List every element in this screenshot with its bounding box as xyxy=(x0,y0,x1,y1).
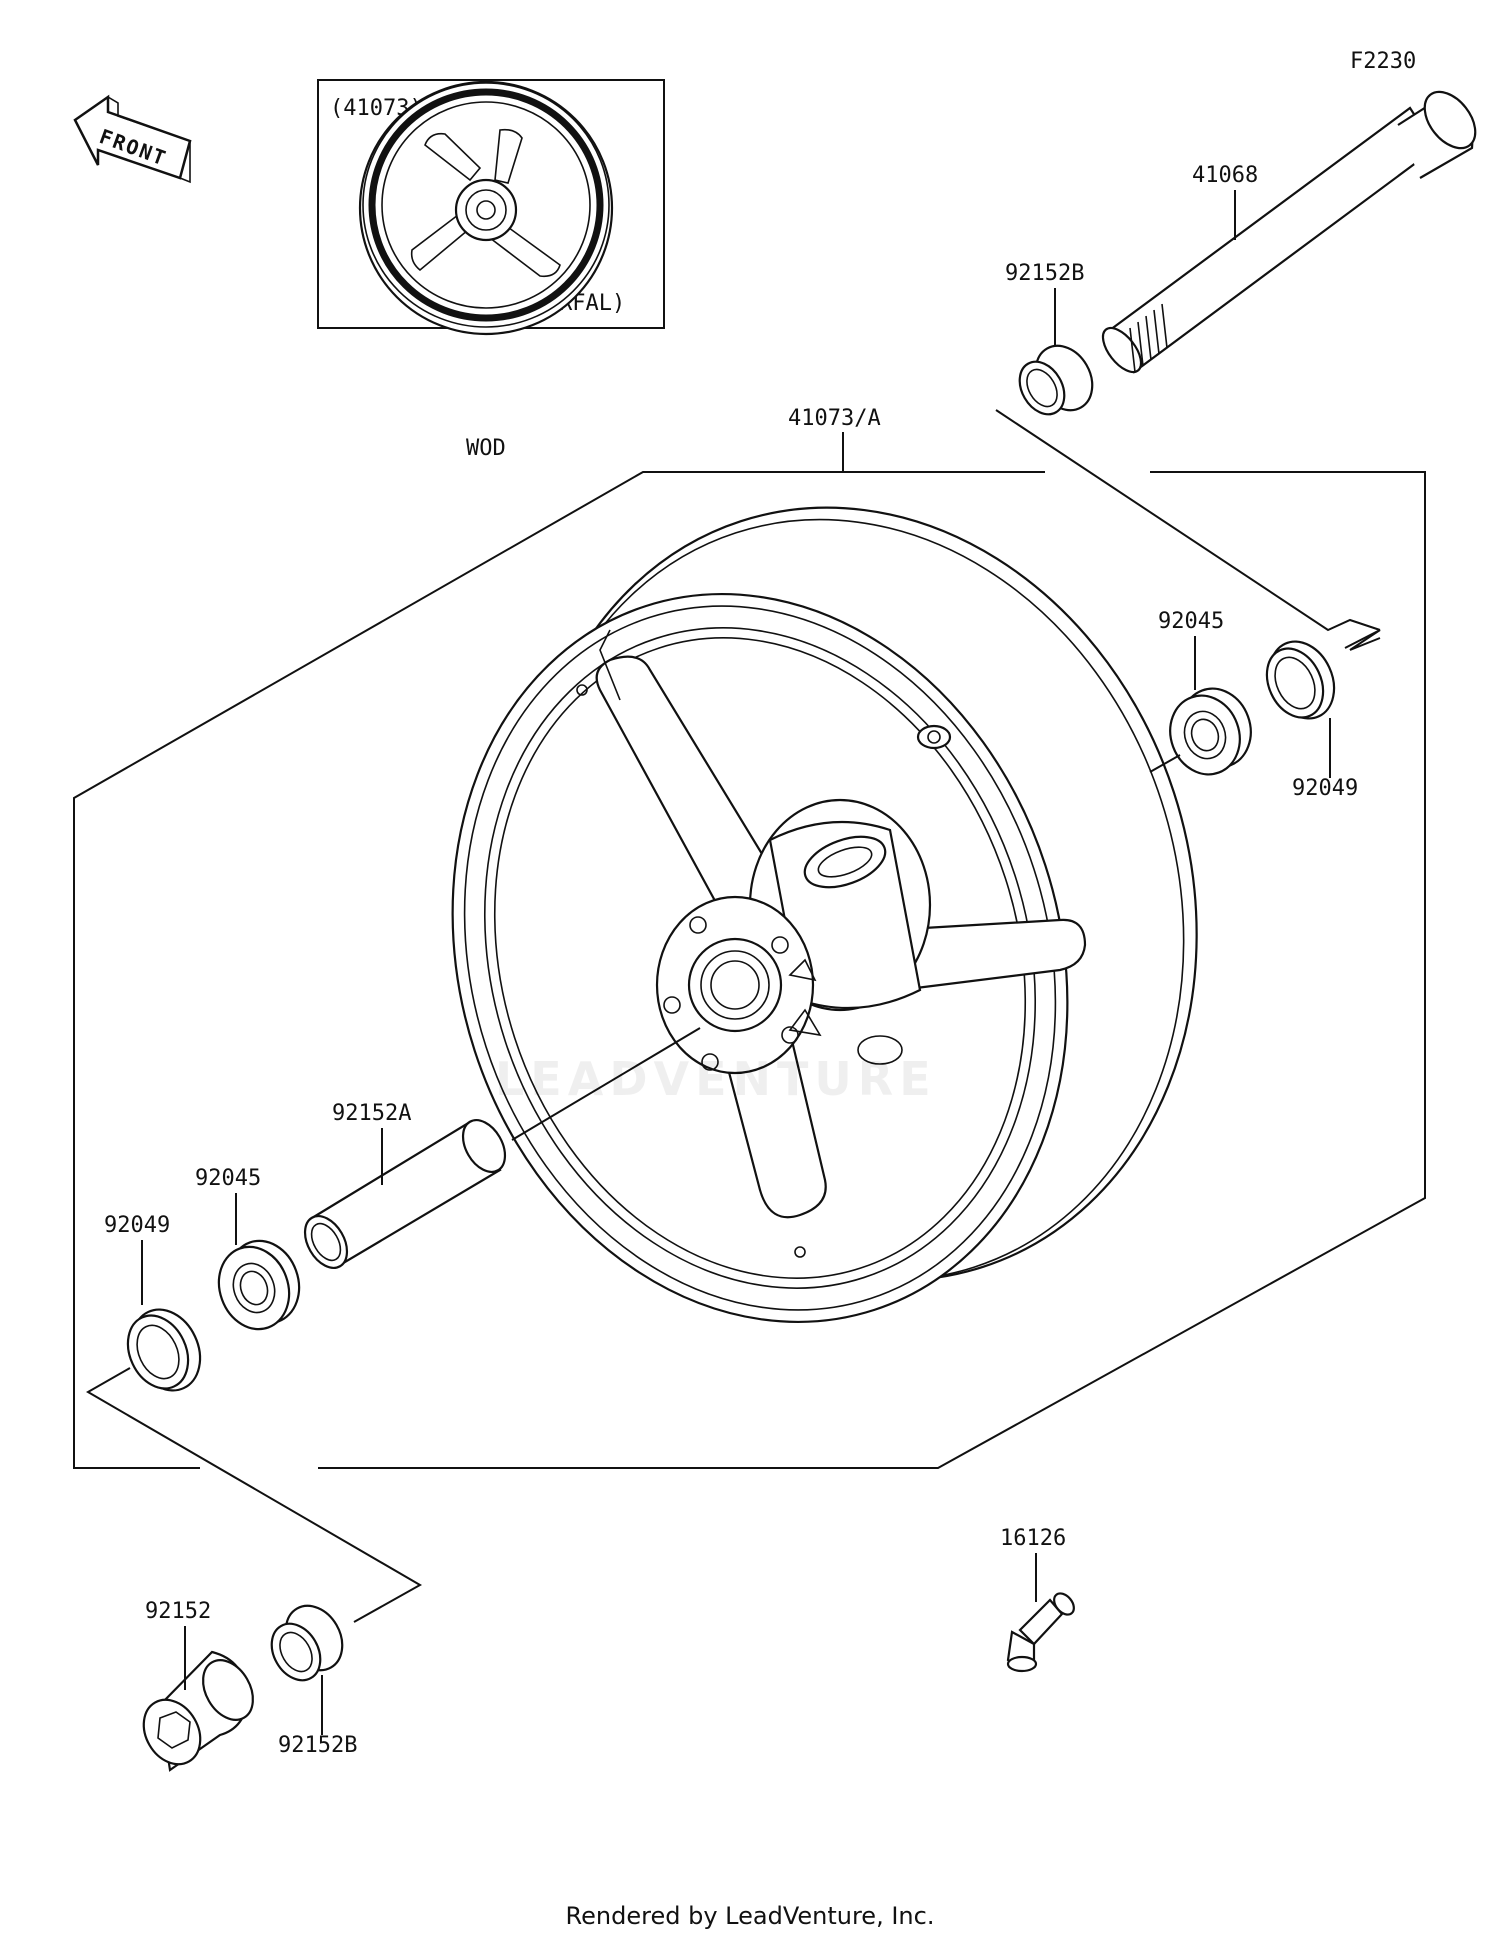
seal-right-label: 92049 xyxy=(1292,776,1358,801)
spacer-label: 92152A xyxy=(332,1101,411,1126)
collar-right xyxy=(1018,344,1094,416)
bearing-left-label: 92045 xyxy=(195,1166,261,1191)
bearing-right-label: 92045 xyxy=(1158,609,1224,634)
wheel-label: 41073/A xyxy=(788,406,881,431)
seal-right xyxy=(1265,640,1336,720)
diagram-code: F2230 xyxy=(1350,49,1416,74)
bearing-left xyxy=(217,1239,301,1331)
valve-label: 16126 xyxy=(1000,1526,1066,1551)
front-arrow-icon: FRONT xyxy=(73,94,192,184)
collar-left xyxy=(270,1604,344,1682)
footer-credit: Rendered by LeadVenture, Inc. xyxy=(565,1902,935,1930)
inset-wheel-icon xyxy=(358,80,614,336)
assembly-outline xyxy=(73,471,1045,1469)
inset-wheel-box: (41073) (LNFAN~LRFAL) xyxy=(317,79,665,336)
bearing-right xyxy=(1169,687,1252,776)
spacer xyxy=(303,1119,507,1269)
collar-left-large xyxy=(142,1650,254,1772)
watermark: LEADVENTURE xyxy=(495,1052,937,1106)
valve-icon xyxy=(1006,1592,1075,1673)
front-wheel xyxy=(451,506,1198,1323)
seal-left xyxy=(126,1308,202,1392)
axle-label: 41068 xyxy=(1192,163,1258,188)
collar-right-label: 92152B xyxy=(1005,261,1084,286)
seal-left-label: 92049 xyxy=(104,1213,170,1238)
collar-left-label: 92152B xyxy=(278,1733,357,1758)
collar-left-large-label: 92152 xyxy=(145,1599,211,1624)
inset-caption: WOD xyxy=(466,436,506,461)
axle xyxy=(1101,90,1477,374)
